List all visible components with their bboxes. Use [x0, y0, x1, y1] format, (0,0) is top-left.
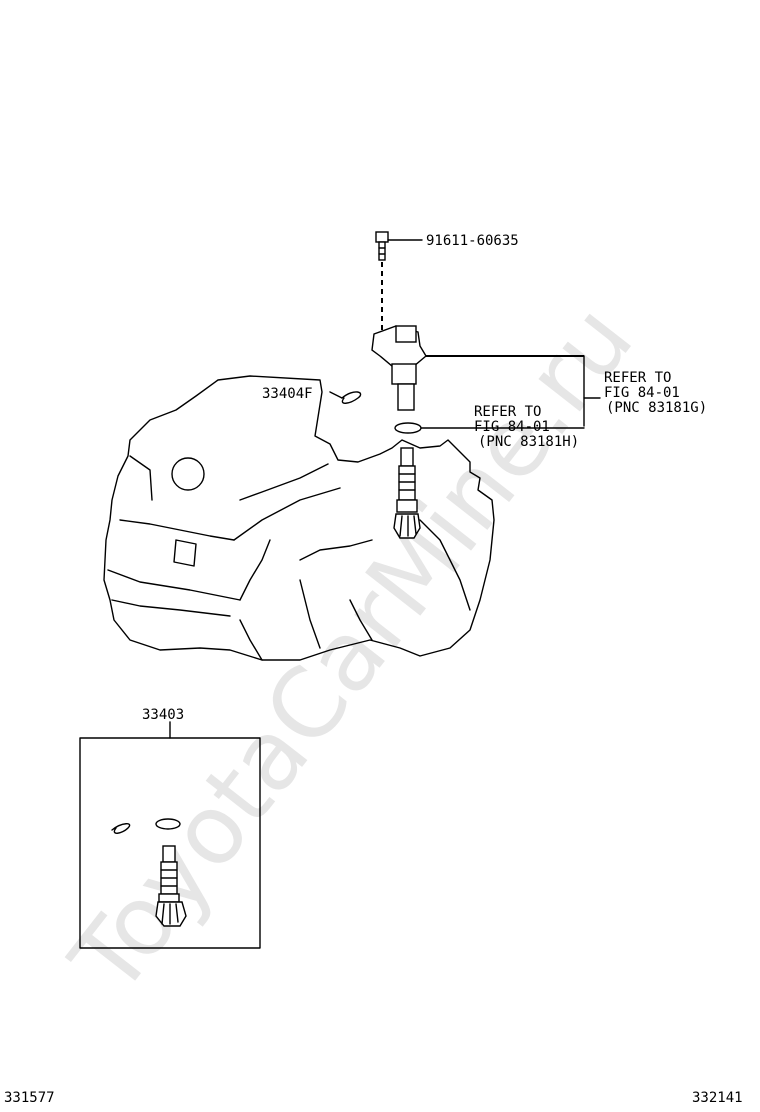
bolt-part-number: 91611-60635 [426, 233, 519, 249]
oring-ref-line2: FIG 84-01 [474, 419, 550, 435]
transmission-case-illustration [103, 375, 495, 661]
sensor-ref-line1: REFER TO [604, 370, 671, 386]
oring-ref-line3: (PNC 83181H) [478, 434, 579, 450]
watermark-text: ToyotaCarMine.ru [49, 284, 654, 1015]
kit-part-number: 33403 [142, 707, 184, 723]
sensor-ref-line3: (PNC 83181G) [606, 400, 707, 416]
oring-ref-line1: REFER TO [474, 404, 541, 420]
leader-lines [169, 239, 601, 739]
speed-sensor-illustration [371, 325, 427, 411]
clip-illustration [341, 391, 362, 404]
footer-right-code: 332141 [692, 1090, 743, 1106]
bolt-illustration [375, 231, 389, 330]
footer-left-code: 331577 [4, 1090, 55, 1106]
driven-gear-illustration [393, 447, 421, 539]
kit-box [79, 737, 261, 949]
clip-part-number: 33404F [262, 386, 313, 402]
sensor-ref-line2: FIG 84-01 [604, 385, 680, 401]
o-ring-illustration [394, 422, 422, 434]
